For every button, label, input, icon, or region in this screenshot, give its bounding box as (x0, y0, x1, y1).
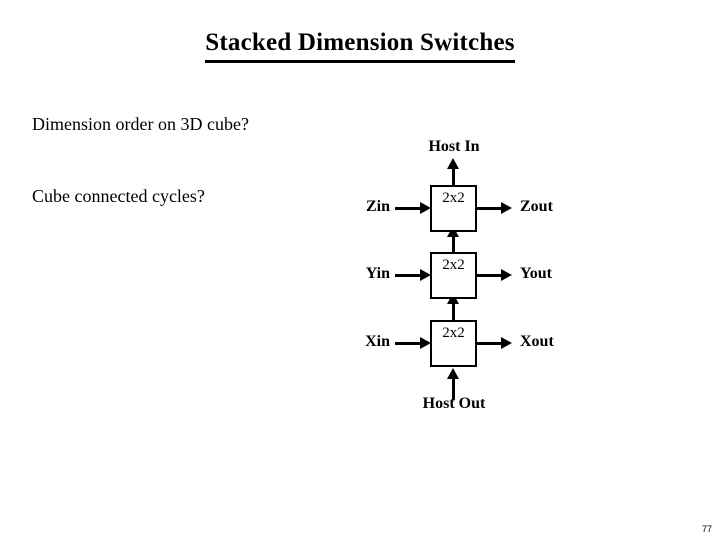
switch-box-z[interactable]: 2x2 (430, 185, 477, 232)
stacked-switch-diagram: Host In Zin 2x2 Zout Yin 2x2 Yout Xin 2x… (340, 130, 620, 420)
yin-arrow-head-icon (420, 269, 431, 281)
page-title: Stacked Dimension Switches (0, 28, 720, 63)
switch-box-y-label: 2x2 (442, 257, 465, 273)
host-out-arrow-head-icon (447, 368, 459, 379)
body-line-dimension-order: Dimension order on 3D cube? (32, 114, 249, 134)
yin-label: Yin (365, 265, 390, 282)
xin-arrow-head-icon (420, 337, 431, 349)
body-line-cube-connected-cycles: Cube connected cycles? (32, 186, 205, 206)
yout-connector-line (477, 274, 503, 277)
switch-y-to-z-connector-line (452, 235, 455, 253)
switch-box-z-label: 2x2 (442, 190, 465, 206)
switch-box-x[interactable]: 2x2 (430, 320, 477, 367)
yout-label: Yout (520, 265, 553, 282)
zout-connector-line (477, 207, 503, 210)
page-title-text: Stacked Dimension Switches (205, 28, 515, 63)
host-out-label: Host Out (422, 395, 486, 412)
host-out-connector-line (452, 378, 455, 400)
zin-arrow-head-icon (420, 202, 431, 214)
host-in-connector-line (452, 168, 455, 188)
yin-connector-line (395, 274, 421, 277)
zin-label: Zin (365, 198, 390, 215)
switch-box-y[interactable]: 2x2 (430, 252, 477, 299)
page-number: 77 (701, 524, 712, 534)
host-in-label: Host In (428, 138, 480, 155)
switch-x-to-y-connector-line (452, 302, 455, 321)
switch-box-x-label: 2x2 (442, 325, 465, 341)
xin-connector-line (395, 342, 421, 345)
zout-arrow-head-icon (501, 202, 512, 214)
yout-arrow-head-icon (501, 269, 512, 281)
zout-label: Zout (520, 198, 553, 215)
xout-connector-line (477, 342, 503, 345)
host-in-arrow-head-icon (447, 158, 459, 169)
xin-label: Xin (365, 333, 390, 350)
xout-arrow-head-icon (501, 337, 512, 349)
zin-connector-line (395, 207, 421, 210)
xout-label: Xout (520, 333, 554, 350)
